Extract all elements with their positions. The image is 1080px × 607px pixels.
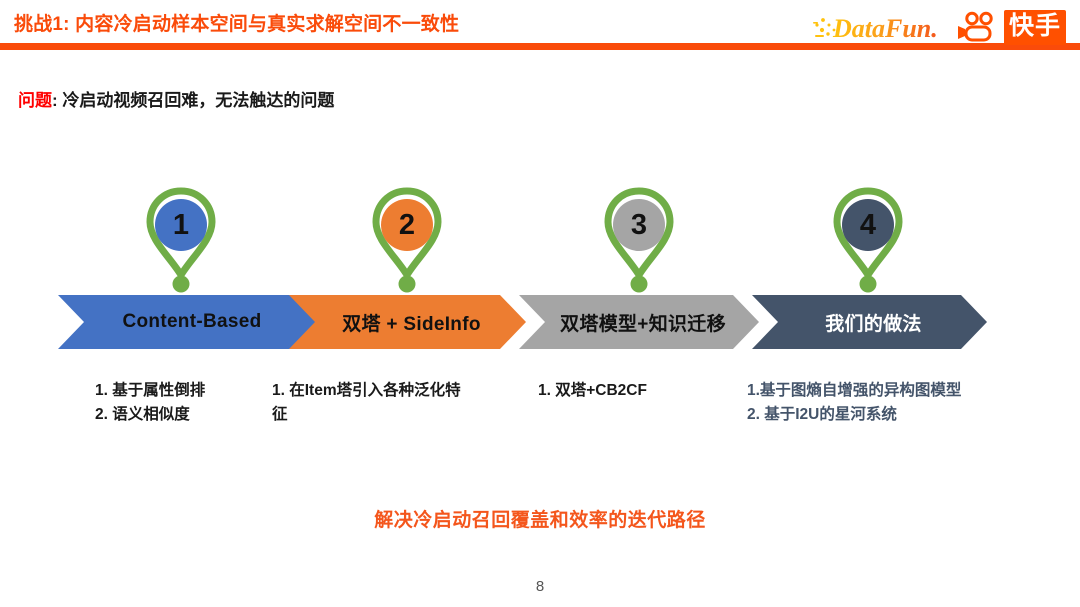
- svg-text:DataFun.: DataFun.: [832, 14, 938, 43]
- kuaishou-logo: 快手: [957, 9, 1066, 45]
- page-title: 挑战1: 内容冷启动样本空间与真实求解空间不一致性: [14, 14, 460, 35]
- detail-line: 征: [272, 406, 288, 424]
- map-pin-icon: [146, 187, 216, 293]
- map-pin-icon: [372, 187, 442, 293]
- stage-details-1: 1. 基于属性倒排 2. 语义相似度: [95, 379, 280, 427]
- kuaishou-camera-icon: [957, 11, 993, 42]
- stage-chevron-label: 我们的做法: [825, 313, 922, 335]
- kuaishou-logo-text: 快手: [1003, 9, 1066, 45]
- chevron-shape: [519, 295, 759, 349]
- stage-chevron-2[interactable]: 双塔 + SideInfo: [289, 295, 526, 349]
- summary-caption: 解决冷启动召回覆盖和效率的迭代路径: [374, 510, 706, 531]
- map-pin-icon: [833, 187, 903, 293]
- stage-chevron-4[interactable]: 我们的做法: [752, 295, 987, 349]
- question-text: 冷启动视频召回难，无法触达的问题: [62, 91, 335, 110]
- datafun-logo: DataFun. DataFun.: [812, 9, 941, 45]
- map-pin-icon: [604, 187, 674, 293]
- question-separator: :: [52, 91, 63, 110]
- question-label: 问题: [18, 91, 52, 110]
- page-number: 8: [535, 578, 545, 595]
- chevron-shape: [58, 295, 318, 349]
- question-line: 问题: 冷启动视频召回难，无法触达的问题: [18, 86, 334, 111]
- stage-details-3: 1. 双塔+CB2CF: [538, 379, 728, 403]
- datafun-logo-icon: DataFun.: [812, 14, 938, 43]
- detail-line: 1. 基于属性倒排: [95, 382, 206, 399]
- stage-chevron-label: Content-Based: [122, 311, 262, 332]
- detail-line: 1.基于图熵自增强的异构图模型: [747, 382, 962, 399]
- stage-details-4: 1.基于图熵自增强的异构图模型 2. 基于I2U的星河系统: [747, 379, 1057, 427]
- chevron-shape: [752, 295, 987, 349]
- stage-pin-4[interactable]: 4: [826, 185, 910, 297]
- stage-chevron-label: 双塔 + SideInfo: [342, 313, 481, 335]
- detail-line: 1. 在Item塔引入各种泛化特: [272, 382, 461, 399]
- chevron-shape: [289, 295, 526, 349]
- header-divider: [0, 43, 1080, 50]
- logo-group: DataFun. DataFun. 快手: [812, 7, 1066, 47]
- stage-pin-2[interactable]: 2: [365, 185, 449, 297]
- stage-chevron-1[interactable]: Content-Based: [58, 295, 318, 349]
- stage-pin-3[interactable]: 3: [597, 185, 681, 297]
- detail-line: 1. 双塔+CB2CF: [538, 382, 647, 399]
- stage-chevron-row: Content-Based 双塔 + SideInfo 双塔模型+知识迁移 我们…: [0, 295, 1080, 349]
- stage-details-2: 1. 在Item塔引入各种泛化特 征: [272, 379, 527, 427]
- detail-line: 2. 语义相似度: [95, 406, 190, 424]
- stage-chevron-3[interactable]: 双塔模型+知识迁移: [519, 295, 759, 349]
- stage-chevron-label: 双塔模型+知识迁移: [560, 313, 726, 335]
- stage-pin-1[interactable]: 1: [139, 185, 223, 297]
- detail-line: 2. 基于I2U的星河系统: [747, 406, 897, 424]
